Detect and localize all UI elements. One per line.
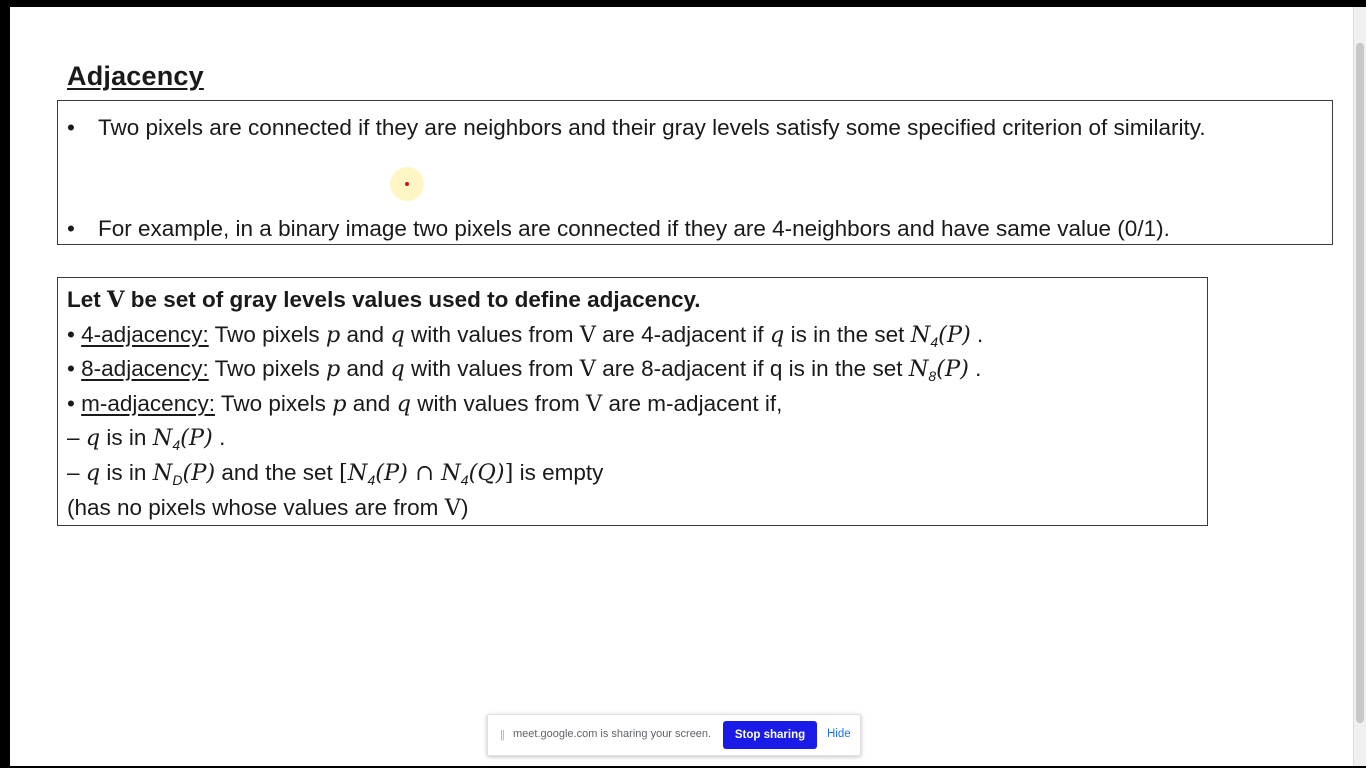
set-definition-line: Let V be set of gray levels values used … xyxy=(67,287,701,313)
vertical-scrollbar[interactable] xyxy=(1353,7,1366,766)
eight-adjacency-term: 8-adjacency: xyxy=(81,356,209,382)
list-item-text: Two pixels are connected if they are nei… xyxy=(98,115,1206,140)
m-adjacency-condition-1: – q is in N4(P) . xyxy=(67,425,226,454)
slide: Adjacency • Two pixels are connected if … xyxy=(10,7,1353,766)
bullet: • xyxy=(67,216,75,241)
sharing-message: meet.google.com is sharing your screen. xyxy=(513,728,712,740)
m-adjacency-note: (has no pixels whose values are from V) xyxy=(67,494,469,521)
laser-pointer-dot xyxy=(405,182,409,186)
m-adjacency-term: m-adjacency: xyxy=(81,390,215,416)
list-item: • For example, in a binary image two pix… xyxy=(67,212,1298,245)
adjacency-types-box: Let V be set of gray levels values used … xyxy=(57,277,1208,526)
drag-handle-icon[interactable]: || xyxy=(500,729,505,741)
m-adjacency-line: • m-adjacency: Two pixels p and q with v… xyxy=(67,390,783,417)
four-adjacency-line: • 4-adjacency: Two pixels p and q with v… xyxy=(67,321,984,350)
list-item-text: For example, in a binary image two pixel… xyxy=(98,216,1170,241)
scrollbar-thumb[interactable] xyxy=(1356,43,1364,723)
m-adjacency-condition-2: – q is in ND(P) and the set [N4(P) ∩ N4(… xyxy=(67,459,604,488)
stop-sharing-button[interactable]: Stop sharing xyxy=(723,721,817,749)
eight-adjacency-line: • 8-adjacency: Two pixels p and q with v… xyxy=(67,356,982,385)
list-item: • Two pixels are connected if they are n… xyxy=(67,111,1298,144)
four-adjacency-term: 4-adjacency: xyxy=(81,321,209,347)
screen-share-bar: || meet.google.com is sharing your scree… xyxy=(487,714,861,756)
bullet: • xyxy=(67,115,75,140)
hide-button[interactable]: Hide xyxy=(827,728,851,740)
slide-title: Adjacency xyxy=(67,61,204,91)
definition-box: • Two pixels are connected if they are n… xyxy=(57,100,1333,245)
